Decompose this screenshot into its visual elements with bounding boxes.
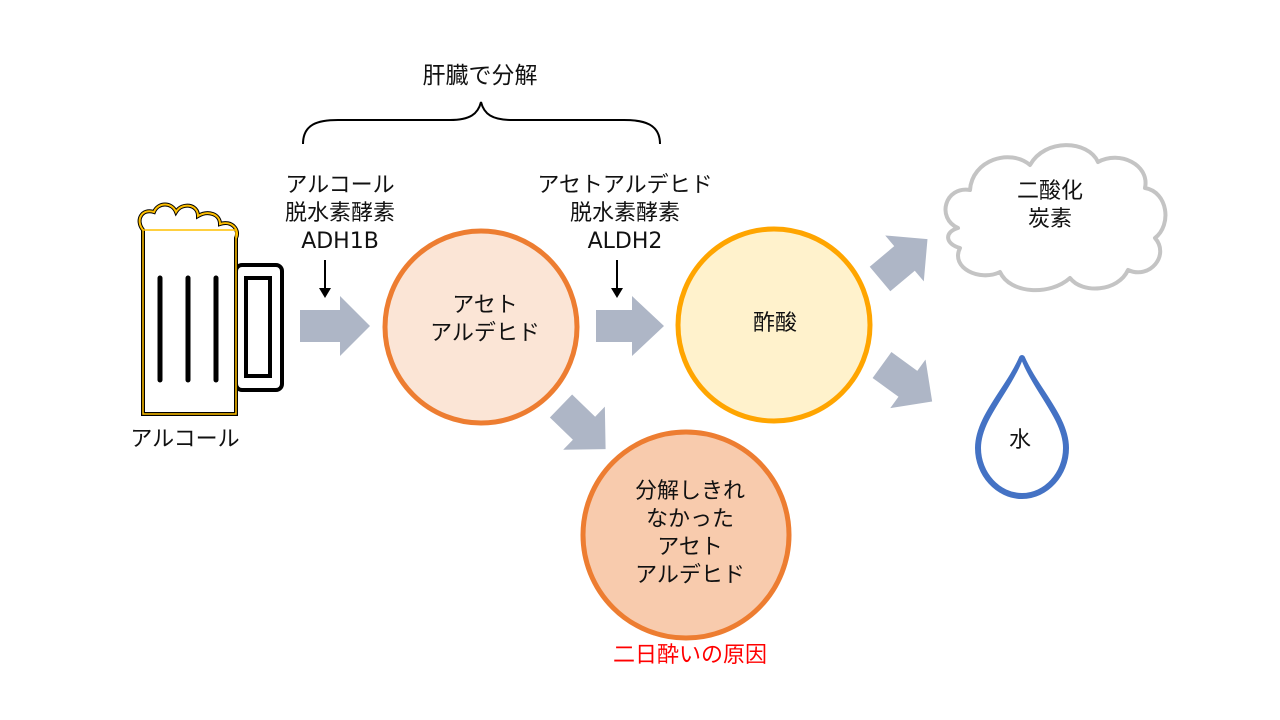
liver-decomposition-title: 肝臓で分解 <box>422 63 538 89</box>
arrow-acetaldehyde-to-residual <box>549 394 606 450</box>
carbon-dioxide-label: 二酸化 炭素 <box>1016 179 1083 232</box>
acetic-acid-circle <box>675 226 873 424</box>
acetaldehyde-circle <box>382 228 580 426</box>
alcohol-label: アルコール <box>130 427 240 452</box>
arrow-acetic-to-water <box>872 352 933 409</box>
beer-mug-icon <box>137 202 284 416</box>
residual-acetaldehyde-label: 分解しきれ なかった アセト アルデヒド <box>634 479 745 588</box>
liver-brace <box>302 101 661 145</box>
alcohol-dehydrogenase-label: アルコール 脱水素酵素 ADH1B <box>284 173 395 254</box>
hangover-cause-label: 二日酔いの原因 <box>612 643 767 668</box>
cloud-icon <box>943 143 1168 292</box>
enzyme1-down-arrow <box>319 260 331 298</box>
acetic-acid-label: 酢酸 <box>752 311 797 336</box>
acetaldehyde-dehydrogenase-label: アセトアルデヒド 脱水素酵素 ALDH2 <box>537 173 713 254</box>
enzyme2-down-arrow <box>611 260 623 298</box>
residual-acetaldehyde-circle <box>580 429 792 641</box>
arrow-acetaldehyde-to-acetic <box>596 296 664 356</box>
arrow-alcohol-to-acetaldehyde <box>300 296 370 356</box>
acetaldehyde-label: アセト アルデヒド <box>430 293 540 346</box>
water-label: 水 <box>1008 428 1031 453</box>
arrow-acetic-to-co2 <box>869 235 928 292</box>
water-drop-icon <box>975 355 1069 499</box>
